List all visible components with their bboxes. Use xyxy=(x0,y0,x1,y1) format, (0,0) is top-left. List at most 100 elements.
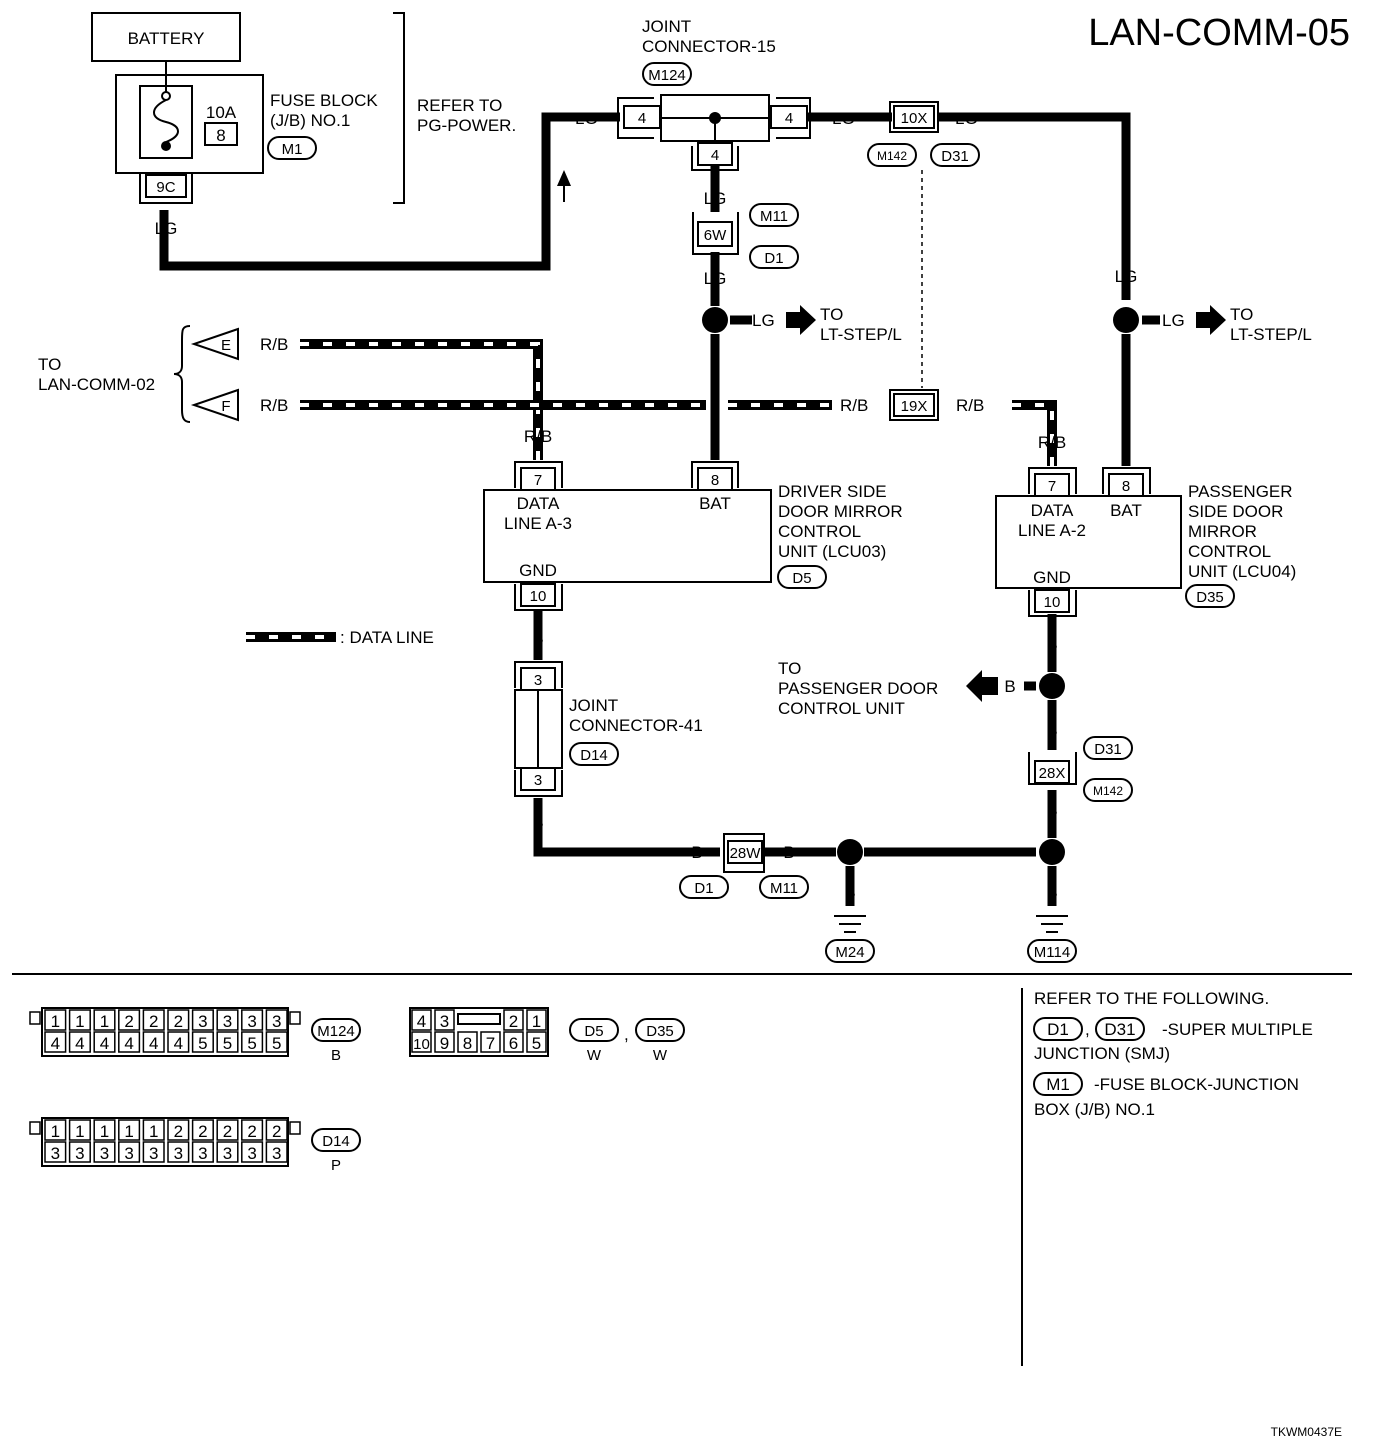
svg-text:4: 4 xyxy=(638,110,646,127)
svg-text:D14: D14 xyxy=(322,1133,350,1150)
svg-text:1: 1 xyxy=(75,1122,84,1141)
ground-wires xyxy=(533,610,1057,906)
svg-text:B: B xyxy=(1046,721,1057,740)
svg-text:PASSENGER: PASSENGER xyxy=(1188,482,1293,501)
svg-text:DATA: DATA xyxy=(517,494,560,513)
svg-text:: DATA LINE: : DATA LINE xyxy=(340,628,434,647)
svg-text:LG: LG xyxy=(704,269,727,288)
svg-text:3: 3 xyxy=(100,1144,109,1163)
svg-text:UNIT (LCU03): UNIT (LCU03) xyxy=(778,542,886,561)
svg-text:3: 3 xyxy=(124,1144,133,1163)
wire-rb-driver: R/B xyxy=(524,427,552,446)
svg-text:R/B: R/B xyxy=(260,396,288,415)
ground-m114: B M114 xyxy=(1027,883,1077,963)
svg-text:4: 4 xyxy=(124,1034,133,1053)
svg-text:D5: D5 xyxy=(792,570,811,587)
svg-text:10: 10 xyxy=(413,1036,430,1053)
svg-text:M142: M142 xyxy=(877,149,907,163)
svg-text:LINE A-2: LINE A-2 xyxy=(1018,521,1086,540)
svg-text:LT-STEP/L: LT-STEP/L xyxy=(1230,325,1312,344)
svg-text:W: W xyxy=(587,1047,602,1064)
fuse-block-label-2: (J/B) NO.1 xyxy=(270,111,350,130)
svg-text:D35: D35 xyxy=(646,1023,674,1040)
svg-text:MIRROR: MIRROR xyxy=(1188,522,1257,541)
svg-text:19X: 19X xyxy=(901,398,928,415)
svg-text:3: 3 xyxy=(198,1012,207,1031)
svg-text:7: 7 xyxy=(486,1034,495,1053)
svg-text:LG: LG xyxy=(1162,311,1185,330)
connector-28w: B 28W B D1 M11 xyxy=(679,833,809,899)
svg-text:M11: M11 xyxy=(760,208,788,225)
svg-text:4: 4 xyxy=(174,1034,183,1053)
svg-text:BAT: BAT xyxy=(1110,501,1142,520)
svg-text:E: E xyxy=(221,337,231,354)
to-lt-step-right: LG TO LT-STEP/L xyxy=(1162,305,1312,344)
refer-pg-power: REFER TO PG-POWER. LG xyxy=(417,96,598,202)
svg-text:LG: LG xyxy=(575,109,598,128)
svg-text:5: 5 xyxy=(272,1034,281,1053)
svg-text:2: 2 xyxy=(149,1012,158,1031)
svg-text:2: 2 xyxy=(509,1012,518,1031)
svg-text:TO: TO xyxy=(820,305,843,324)
battery-block: BATTERY xyxy=(91,12,241,75)
svg-text:LG: LG xyxy=(704,189,727,208)
svg-text:4: 4 xyxy=(100,1034,109,1053)
svg-text:-SUPER MULTIPLE: -SUPER MULTIPLE xyxy=(1162,1020,1313,1039)
wire-l-left-2: L xyxy=(710,427,719,446)
svg-text:D1: D1 xyxy=(1047,1020,1069,1039)
svg-text:B: B xyxy=(331,1047,341,1064)
svg-text:CONTROL UNIT: CONTROL UNIT xyxy=(778,699,905,718)
svg-text:10: 10 xyxy=(1044,594,1061,611)
svg-text:8: 8 xyxy=(463,1034,472,1053)
svg-text:3: 3 xyxy=(51,1144,60,1163)
svg-text:2: 2 xyxy=(247,1122,256,1141)
svg-text:B: B xyxy=(532,629,543,648)
svg-text:1: 1 xyxy=(51,1012,60,1031)
svg-text:LT-STEP/L: LT-STEP/L xyxy=(820,325,902,344)
wire-rb-right: R/B xyxy=(956,396,984,415)
svg-text:5: 5 xyxy=(223,1034,232,1053)
svg-text:DRIVER SIDE: DRIVER SIDE xyxy=(778,482,887,501)
wire-rb-mid: R/B xyxy=(840,396,868,415)
svg-text:TO: TO xyxy=(38,355,61,374)
svg-text:10: 10 xyxy=(530,588,547,605)
footer-code: TKWM0437E xyxy=(1271,1425,1342,1439)
svg-text:DOOR MIRROR: DOOR MIRROR xyxy=(778,502,903,521)
svg-text:28X: 28X xyxy=(1039,765,1066,782)
to-passenger-door: B B TO PASSENGER DOOR CONTROL UNIT B xyxy=(778,635,1058,740)
to-lan-comm-02: TO LAN-COMM-02 E F R/B R/B xyxy=(38,325,288,423)
svg-text:3: 3 xyxy=(174,1144,183,1163)
svg-text:JOINT: JOINT xyxy=(642,17,691,36)
svg-text:BAT: BAT xyxy=(699,494,731,513)
svg-text:2: 2 xyxy=(174,1122,183,1141)
connector-10x: 10X M142 D31 LG xyxy=(867,101,980,388)
svg-text:M124: M124 xyxy=(648,67,686,84)
fuse-bracket xyxy=(393,12,405,204)
svg-text:2: 2 xyxy=(174,1012,183,1031)
svg-text:D31: D31 xyxy=(1104,1020,1135,1039)
svg-text:CONTROL: CONTROL xyxy=(778,522,861,541)
svg-text:REFER TO: REFER TO xyxy=(417,96,502,115)
connector-19x: 19X xyxy=(889,389,939,421)
svg-text:TO: TO xyxy=(778,659,801,678)
svg-text:3: 3 xyxy=(534,772,542,789)
svg-text:10X: 10X xyxy=(901,110,928,127)
joint-connector-15: JOINT CONNECTOR-15 M124 4 4 4 LG LG xyxy=(617,17,855,208)
svg-text:B: B xyxy=(844,883,855,902)
svg-text:4: 4 xyxy=(417,1012,426,1031)
svg-text:4: 4 xyxy=(51,1034,60,1053)
svg-text:3: 3 xyxy=(75,1144,84,1163)
wire-lg-right: LG xyxy=(1115,267,1138,286)
svg-text:D14: D14 xyxy=(580,747,608,764)
svg-text:6: 6 xyxy=(509,1034,518,1053)
svg-text:B: B xyxy=(1046,883,1057,902)
svg-text:1: 1 xyxy=(100,1122,109,1141)
svg-text:D31: D31 xyxy=(941,148,969,165)
svg-text:,: , xyxy=(1085,1020,1090,1039)
svg-text:3: 3 xyxy=(198,1144,207,1163)
svg-text:D1: D1 xyxy=(694,880,713,897)
